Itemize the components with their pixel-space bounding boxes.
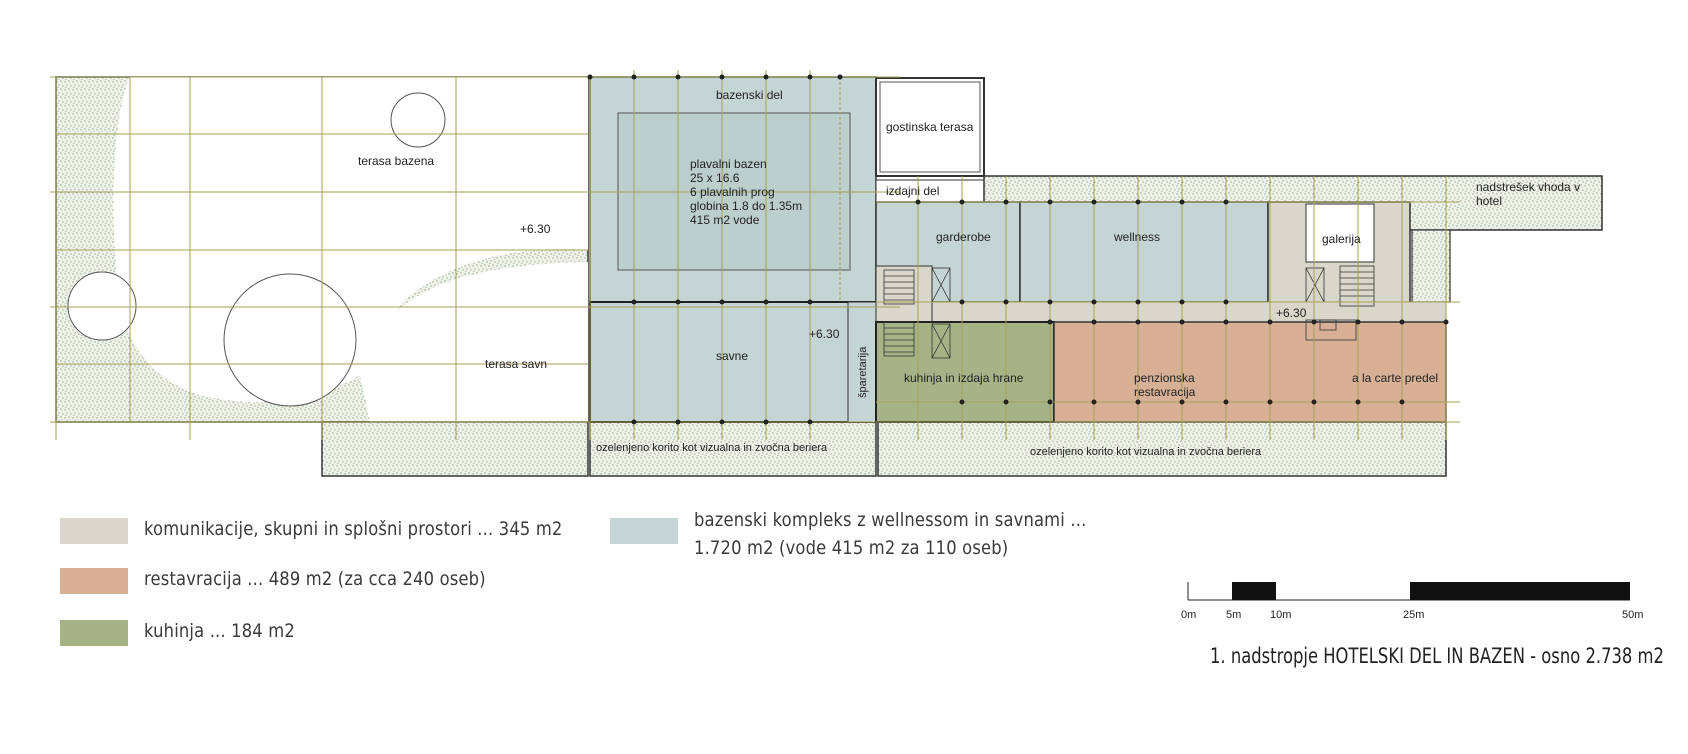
legend-label-restaurant: restavracija ... 489 m2 (za cca 240 oseb… xyxy=(144,568,486,590)
scale-tick-0: 0m xyxy=(1181,609,1196,621)
label-wellness: wellness xyxy=(1113,230,1160,244)
scale-tick-3: 25m xyxy=(1403,609,1424,621)
label-terrace-pool: terasa bazena xyxy=(358,154,434,168)
legend-swatch-restaurant xyxy=(60,568,128,594)
label-level-saunas: +6.30 xyxy=(809,327,840,341)
gallery xyxy=(1305,203,1375,263)
label-pool-line-3: 6 plavalnih prog xyxy=(690,185,775,199)
label-kitchen: kuhinja in izdaja hrane xyxy=(904,371,1024,385)
label-serving: izdajni del xyxy=(886,184,939,198)
columns xyxy=(587,74,1449,425)
scale-bar: 0m 5m 10m 25m 50m xyxy=(1181,582,1643,621)
label-canopy-line-1: nadstrešek vhoda v xyxy=(1476,180,1580,194)
label-alacarte: a la carte predel xyxy=(1352,371,1438,385)
label-pool-section: bazenski del xyxy=(716,88,783,102)
label-terrace-saunas: terasa savn xyxy=(485,357,547,371)
label-pool-line-5: 415 m2 vode xyxy=(690,213,760,227)
scale-tick-1: 5m xyxy=(1226,609,1241,621)
legend-label-pool-1: bazenski kompleks z wellnessom in savnam… xyxy=(694,509,1087,531)
label-guest-terrace: gostinska terasa xyxy=(886,120,974,134)
label-pool-line-2: 25 x 16.6 xyxy=(690,171,740,185)
label-pantry: šparetarija xyxy=(857,346,869,398)
legend-label-communication: komunikacije, skupni in splošni prostori… xyxy=(144,518,563,540)
label-gallery: galerija xyxy=(1322,232,1361,246)
legend-item-kitchen: kuhinja ... 184 m2 xyxy=(60,620,319,646)
legend-label-kitchen: kuhinja ... 184 m2 xyxy=(144,620,295,642)
scale-tick-2: 10m xyxy=(1270,609,1291,621)
stairs-right xyxy=(1305,265,1375,341)
wellness xyxy=(1019,201,1269,303)
label-pool-line-1: plavalni bazen xyxy=(690,157,767,171)
pantry xyxy=(847,301,877,423)
label-trough-right: ozelenjeno korito kot vizualna in zvočna… xyxy=(1030,446,1262,458)
green-trough-right xyxy=(877,421,1447,477)
page-title: 1. nadstropje HOTELSKI DEL IN BAZEN - os… xyxy=(1210,644,1664,668)
legend-label-pool-2: 1.720 m2 (vode 415 m2 za 110 oseb) xyxy=(694,537,1009,559)
guest-terrace xyxy=(875,77,985,177)
label-level-corridor: +6.30 xyxy=(1276,306,1307,320)
legend-item-communication: komunikacije, skupni in splošni prostori… xyxy=(60,518,631,544)
legend-swatch-communication xyxy=(60,518,128,544)
label-board-line-2: restavracija xyxy=(1134,385,1196,399)
scale-tick-4: 50m xyxy=(1622,609,1643,621)
legend-item-restaurant: restavracija ... 489 m2 (za cca 240 oseb… xyxy=(60,568,541,594)
green-trough-left xyxy=(321,421,589,477)
label-wardrobes: garderobe xyxy=(936,230,991,244)
legend-swatch-kitchen xyxy=(60,620,128,646)
label-canopy-line-2: hotel xyxy=(1476,194,1502,208)
stairs-left xyxy=(883,267,951,359)
label-level-left: +6.30 xyxy=(520,222,551,236)
legend-item-pool: bazenski kompleks z wellnessom in savnam… xyxy=(610,506,1150,562)
label-trough-left: ozelenjeno korito kot vizualna in zvočna… xyxy=(596,442,828,454)
restaurant-zone xyxy=(1053,321,1447,423)
legend-swatch-pool xyxy=(610,518,678,544)
label-pool-line-4: globina 1.8 do 1.35m xyxy=(690,199,802,213)
label-board-line-1: penzionska xyxy=(1134,371,1195,385)
kitchen-zone xyxy=(875,321,1055,423)
structural-grid xyxy=(50,70,1460,440)
label-saunas: savne xyxy=(716,349,748,363)
green-trough-mid xyxy=(589,421,877,477)
saunas xyxy=(589,301,877,423)
